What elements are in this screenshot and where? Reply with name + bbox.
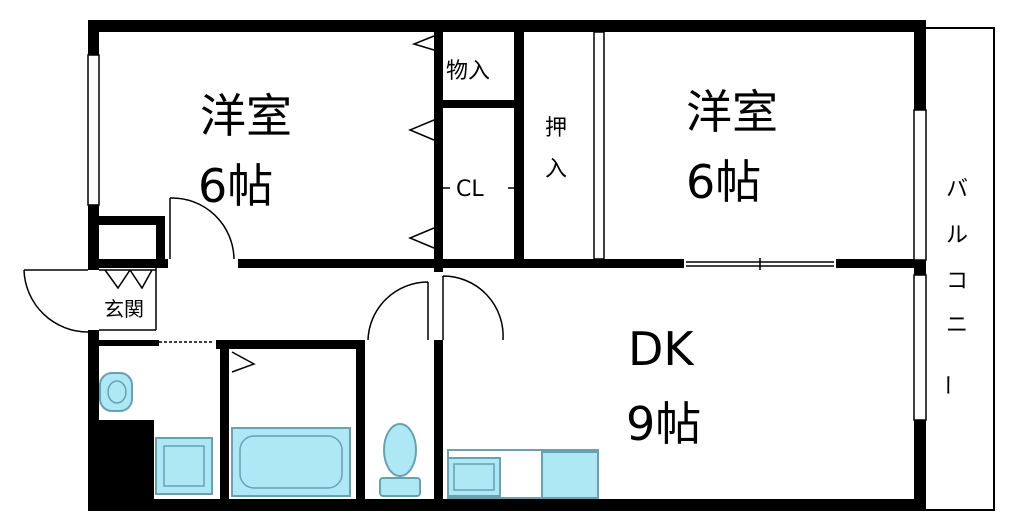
room-left-name: 洋室 (200, 89, 292, 143)
balcony-char-4: ニ (946, 313, 968, 338)
windows (87, 31, 927, 421)
dk-name: DK (628, 322, 695, 376)
balcony-char-2: ル (946, 223, 968, 248)
entrance-frame (99, 268, 214, 343)
balcony-char-5: ー (934, 374, 959, 396)
dk-size: 9帖 (626, 397, 701, 451)
openings (168, 259, 836, 349)
fixtures (99, 372, 599, 499)
balcony-char-3: コ (946, 269, 968, 294)
oshiire-label-1: 押 (545, 116, 567, 141)
room-left-size: 6帖 (198, 159, 273, 213)
room-right-name: 洋室 (686, 85, 778, 139)
washing-machine (99, 372, 133, 412)
kitchen-stove (541, 451, 599, 499)
closet-door-marks (408, 35, 514, 249)
bathtub (231, 427, 351, 497)
storage-label: 物入 (446, 59, 490, 84)
washbasin (155, 437, 213, 495)
bath-door-mark (231, 351, 256, 373)
balcony-char-1: バ (946, 177, 968, 202)
toilet-tank (379, 477, 421, 497)
toilet-bowl (383, 423, 417, 477)
interior-walls (99, 32, 914, 499)
sliding-door-dk (686, 258, 834, 270)
closet-label: CL (456, 177, 484, 202)
room-right-size: 6帖 (686, 155, 761, 209)
entrance-label: 玄関 (104, 297, 144, 321)
door-swings (23, 197, 504, 341)
fixture-details (107, 380, 495, 491)
oshiire-label-2: 入 (545, 157, 567, 182)
